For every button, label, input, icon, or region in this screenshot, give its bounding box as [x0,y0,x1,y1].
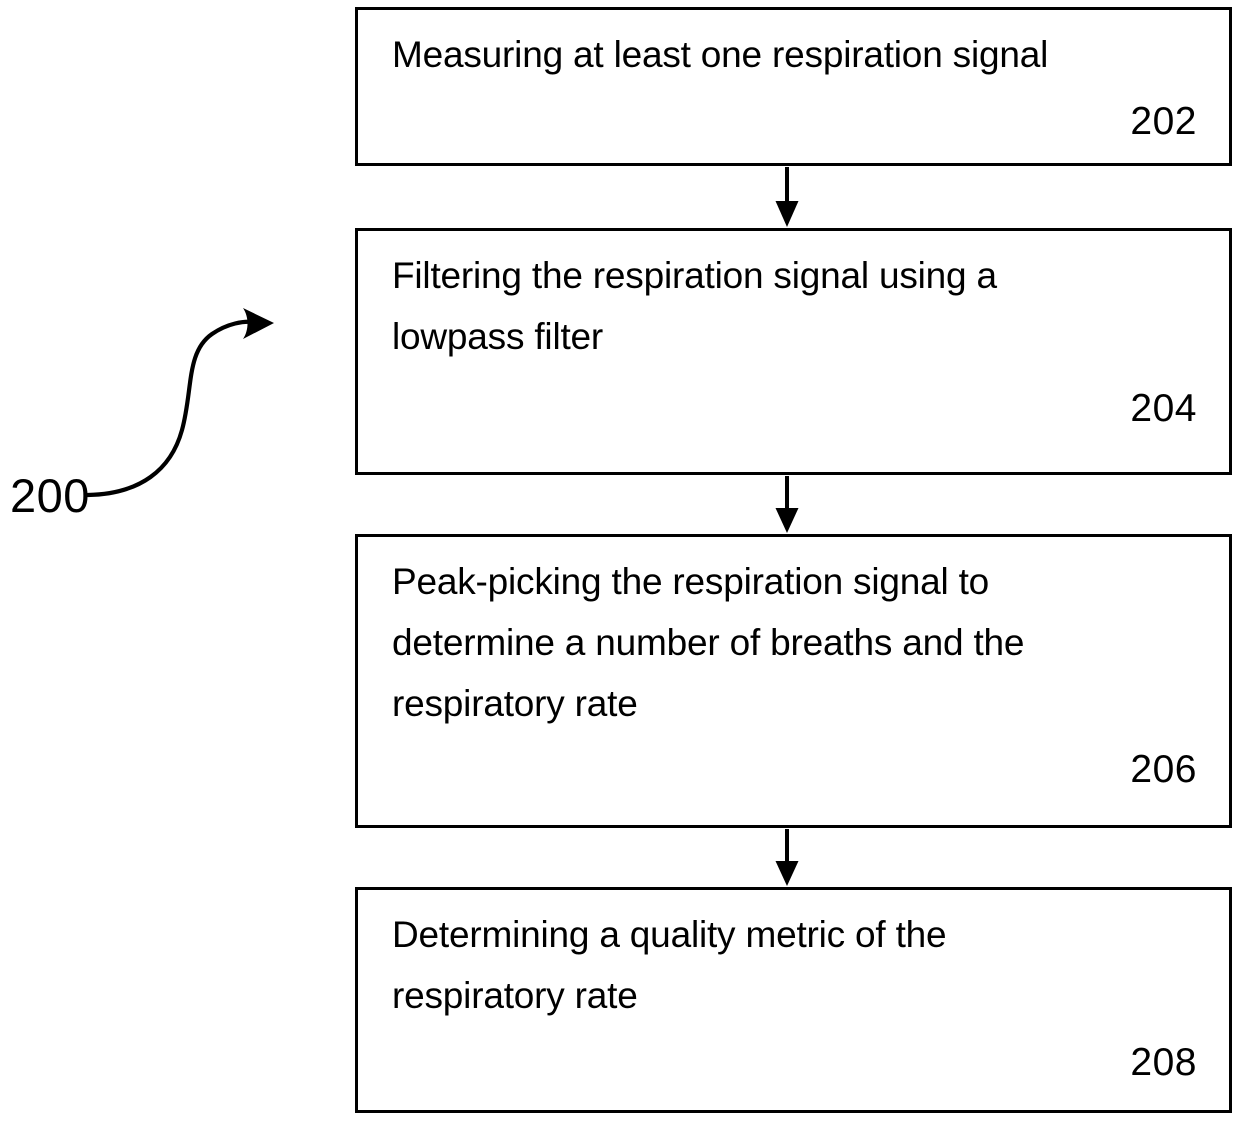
flow-step-text-202: Measuring at least one respiration signa… [392,34,1049,75]
flow-step-text-204: Filtering the respiration signal using a… [392,255,997,357]
flow-step-box-202: Measuring at least one respiration signa… [355,7,1232,166]
figure-reference-label: 200 [10,469,90,522]
flow-step-ref-206: 206 [1130,748,1197,791]
flow-step-box-206: Peak-picking the respiration signal to d… [355,534,1232,828]
flow-step-ref-208: 208 [1130,1041,1197,1084]
flow-step-text-206: Peak-picking the respiration signal to d… [392,561,1025,724]
connector-arrow-206-to-208 [775,829,799,886]
flow-step-box-208: Determining a quality metric of the resp… [355,887,1232,1113]
flow-step-ref-204: 204 [1130,387,1197,430]
figure-leader-arrow [85,308,274,498]
connector-arrow-204-to-206 [775,476,799,533]
flow-step-ref-202: 202 [1130,100,1197,143]
flow-step-text-208: Determining a quality metric of the resp… [392,914,947,1016]
connector-arrow-202-to-204 [775,167,799,227]
flow-step-box-204: Filtering the respiration signal using a… [355,228,1232,475]
